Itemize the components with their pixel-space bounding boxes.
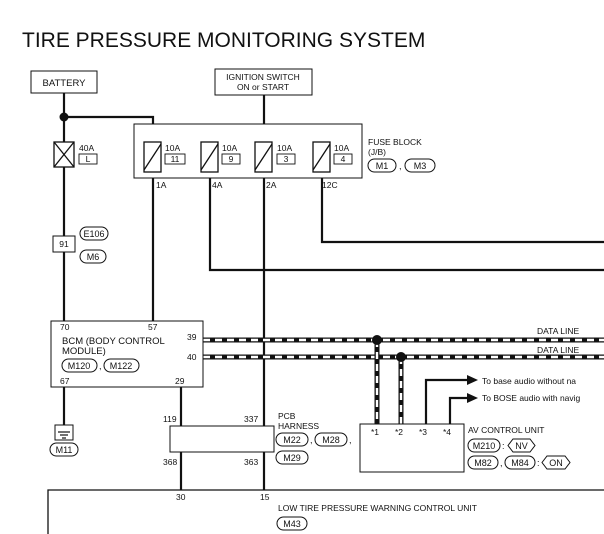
fuse-3-number: 3 [284,154,289,164]
fuse-11-number: 11 [171,154,180,164]
ground-icon [54,424,74,441]
bcm-terminal-40: 40 [187,352,197,362]
pcb-harness-label-1: PCB [278,411,296,421]
tpms-terminal-30: 30 [176,492,186,502]
av-variant-nv: NV [515,441,528,451]
pcb-terminal-368: 368 [163,457,177,467]
battery-box [30,70,98,94]
bcm-terminal-57: 57 [148,322,158,332]
av-variant-on: ON [549,458,563,468]
battery-label: BATTERY [43,78,87,89]
pcb-harness-label-2: HARNESS [278,421,319,431]
fuse-block-connector-m3: M3 [414,161,427,171]
separator: , [349,435,352,445]
ignition-label-2: ON or START [237,82,289,92]
fuse-terminal-4a: 4A [212,180,223,190]
separator: , [399,161,402,171]
audio-note-base: To base audio without na [482,376,576,386]
fuse-terminal-12c: 12C [322,180,338,190]
fuse-4-amp: 10A [334,143,349,153]
separator: , [99,361,102,371]
tpms-terminal-15: 15 [260,492,270,502]
colon: : [537,458,540,468]
pcb-harness-box [169,425,275,453]
pcb-connector-m29: M29 [283,453,301,463]
fuse-9-number: 9 [229,154,234,164]
fuse-4 [312,141,331,173]
fuse-block-sublabel: (J/B) [368,147,386,157]
av-pin-4: *4 [443,427,451,437]
av-pin-2: *2 [395,427,403,437]
separator: , [500,458,503,468]
bcm-terminal-39: 39 [187,332,197,342]
av-control-unit-box [359,423,465,473]
av-pin-3: *3 [419,427,427,437]
fuse-9 [200,141,219,173]
data-line-label-1: DATA LINE [537,326,580,336]
splice-dot-battery [59,112,69,122]
fuse-11 [143,141,162,173]
bcm-label-2: MODULE) [62,346,106,357]
fuse-4-number: 4 [341,154,346,164]
splice-dot-data1 [372,335,382,345]
joint-connector-box [52,235,76,253]
pcb-terminal-363: 363 [244,457,258,467]
arrow-icon [467,393,478,403]
ignition-label-1: IGNITION SWITCH [226,72,300,82]
bcm-label-1: BCM (BODY CONTROL [62,336,165,347]
av-control-unit-label: AV CONTROL UNIT [468,425,545,435]
bcm-terminal-67: 67 [60,376,70,386]
diagram-title: TIRE PRESSURE MONITORING SYSTEM [22,29,425,52]
fuse-11-amp: 10A [165,143,180,153]
fusible-link-amp: 40A [79,143,94,153]
fuse-3 [254,141,273,173]
splice-dot-data2 [396,352,406,362]
av-pin-1: *1 [371,427,379,437]
pcb-connector-m28: M28 [322,435,340,445]
bcm-terminal-70: 70 [60,322,70,332]
bcm-terminal-29: 29 [175,376,185,386]
joint-connector-m6: M6 [87,252,100,262]
fuse-terminal-1a: 1A [156,180,167,190]
audio-note-bose: To BOSE audio with navig [482,393,581,403]
bcm-box [50,320,204,388]
tpms-unit-label: LOW TIRE PRESSURE WARNING CONTROL UNIT [278,503,477,513]
fusible-link-id: L [86,154,91,164]
av-connector-m210: M210 [473,441,496,451]
fuse-block-label: FUSE BLOCK [368,137,422,147]
fuse-3-amp: 10A [277,143,292,153]
fuse-terminal-2a: 2A [266,180,277,190]
tpms-unit-box [47,489,604,534]
pcb-terminal-119: 119 [163,414,177,424]
ground-connector-m11: M11 [56,445,73,455]
av-connector-m82: M82 [474,458,492,468]
bcm-connector-m122: M122 [110,361,133,371]
av-connector-m84: M84 [511,458,529,468]
joint-connector-e106: E106 [83,229,104,239]
colon: : [502,441,505,451]
joint-terminal: 91 [59,239,69,249]
separator: , [310,435,313,445]
data-line-label-2: DATA LINE [537,345,580,355]
pcb-connector-m22: M22 [283,435,301,445]
ignition-switch-box [214,68,313,96]
fuse-block-connector-m1: M1 [376,161,389,171]
tpms-connector-m43: M43 [283,519,301,529]
bcm-connector-m120: M120 [68,361,91,371]
pcb-terminal-337: 337 [244,414,258,424]
fuse-9-amp: 10A [222,143,237,153]
fusible-link [53,141,75,168]
arrow-icon [467,375,478,385]
